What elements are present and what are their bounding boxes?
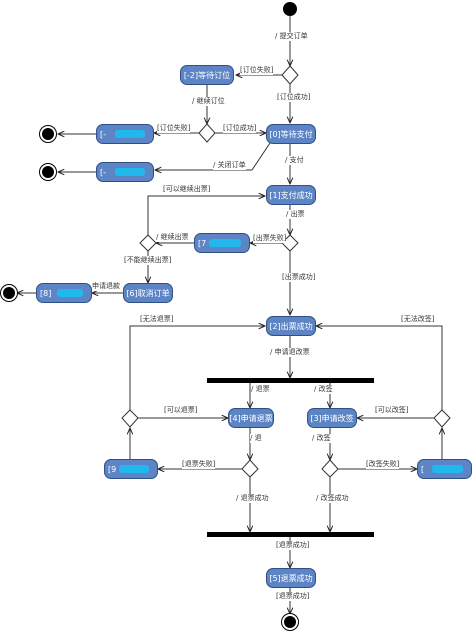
state-apply-change: [3]申请改签 xyxy=(307,408,357,428)
state-wait-pay: [0]等待支付 xyxy=(266,124,316,144)
label-change-fail: [改签失败] xyxy=(366,460,400,469)
label-change-success: / 改签成功 xyxy=(316,494,349,503)
decision-order xyxy=(281,65,299,85)
label-continue-issue: / 继续出票 xyxy=(156,233,189,242)
state-label: [ xyxy=(421,464,425,474)
final-node-cancel xyxy=(42,128,54,140)
label-change-ticket: / 改签 xyxy=(314,385,333,394)
final-node-closed xyxy=(42,166,54,178)
state-label: [2]出票成功 xyxy=(269,321,313,331)
label-refund-fail: [退票失败] xyxy=(182,460,216,469)
state-label: [6]取消订单 xyxy=(126,288,170,298)
state-label: [1]支付成功 xyxy=(269,190,313,200)
label-change-short: / 改签 xyxy=(312,434,331,443)
decision-continue-issue xyxy=(139,234,157,252)
decision-change-allowed xyxy=(433,409,451,428)
state-cancel-left: [- xyxy=(96,124,154,144)
state-label: [7 xyxy=(198,238,207,248)
state-label: [- xyxy=(100,167,107,177)
label-can-continue: [可以继续出票] xyxy=(163,185,211,194)
state-label: [- xyxy=(100,129,107,139)
label-cannot-continue: [不能继续出票] xyxy=(124,256,172,265)
label-refund-short: / 退 xyxy=(250,434,262,443)
redaction-mark xyxy=(119,465,149,473)
state-refunded: [8] xyxy=(36,283,92,303)
label-no-change: [无法改签] xyxy=(401,315,435,324)
decision-change-result xyxy=(321,459,339,478)
state-apply-refund: [4]申请退票 xyxy=(228,408,274,428)
state-label: [9 xyxy=(108,464,117,474)
final-node-refunded xyxy=(3,287,15,299)
label-issue-ok: [出票成功] xyxy=(282,273,316,282)
redaction-mark xyxy=(209,239,241,247)
redaction-mark xyxy=(115,168,145,176)
state-issued: [2]出票成功 xyxy=(266,316,316,336)
decision-refund-result xyxy=(241,459,259,478)
state-change-fail: [ xyxy=(417,459,472,479)
state-wait-order: [-2]等待订位 xyxy=(180,65,234,85)
state-issue-fail: [7 xyxy=(194,233,250,253)
edge-can-continue xyxy=(147,196,265,235)
state-refund-fail: [9 xyxy=(104,459,158,479)
label-no-refund: [无法退票] xyxy=(140,315,174,324)
redaction-mark xyxy=(57,289,83,297)
fork-bar xyxy=(207,378,374,383)
label-close-order: / 关闭订单 xyxy=(213,161,246,170)
label-refund-done: [退票成功] xyxy=(276,541,310,550)
flow-edges xyxy=(17,16,442,614)
decision-reorder xyxy=(198,123,216,143)
label-order-ok: [订位成功] xyxy=(277,93,311,102)
initial-node xyxy=(283,2,297,16)
state-label: [0]等待支付 xyxy=(269,129,313,139)
label-issue-fail: [出票失败] xyxy=(253,234,287,243)
label-can-refund: [可以退票] xyxy=(164,406,198,415)
label-issue: / 出票 xyxy=(286,210,305,219)
state-pay-ok: [1]支付成功 xyxy=(266,185,316,205)
edge-close-a xyxy=(251,142,271,171)
state-label: [3]申请改签 xyxy=(310,413,354,423)
state-cancel-order: [6]取消订单 xyxy=(123,283,173,303)
label-pay: / 支付 xyxy=(285,156,304,165)
label-can-change: [可以改签] xyxy=(375,406,409,415)
label-refund-success: / 退票成功 xyxy=(236,494,269,503)
label-submit: / 提交订单 xyxy=(275,32,308,41)
join-bar xyxy=(207,532,374,537)
state-label: [4]申请退票 xyxy=(229,413,273,423)
decision-nodes xyxy=(121,65,451,478)
state-label: [8] xyxy=(40,288,52,298)
state-label: [-2]等待订位 xyxy=(183,70,231,80)
decision-refund-allowed xyxy=(121,409,139,428)
label-order-fail: [订位失败] xyxy=(240,66,274,75)
redaction-mark xyxy=(432,465,463,473)
redaction-mark xyxy=(115,130,145,138)
label-apply-refund-change: / 申请退改票 xyxy=(270,348,310,357)
label-apply-refund: 申请退款 xyxy=(92,282,120,291)
final-node-done xyxy=(284,616,296,628)
state-label: [5]退票成功 xyxy=(269,573,313,583)
edge-no-refund xyxy=(129,326,265,410)
state-closed: [- xyxy=(96,162,154,182)
label-refund-ticket: / 退票 xyxy=(251,385,270,394)
state-done: [5]退票成功 xyxy=(266,568,316,588)
label-refund-done-bottom: [退票成功] xyxy=(276,592,310,601)
label-order-fail-2: [订位失败] xyxy=(157,124,191,133)
label-order-ok-2: [订位成功] xyxy=(223,124,257,133)
label-keep-order: / 继续订位 xyxy=(192,97,225,106)
edge-no-change xyxy=(316,326,443,410)
